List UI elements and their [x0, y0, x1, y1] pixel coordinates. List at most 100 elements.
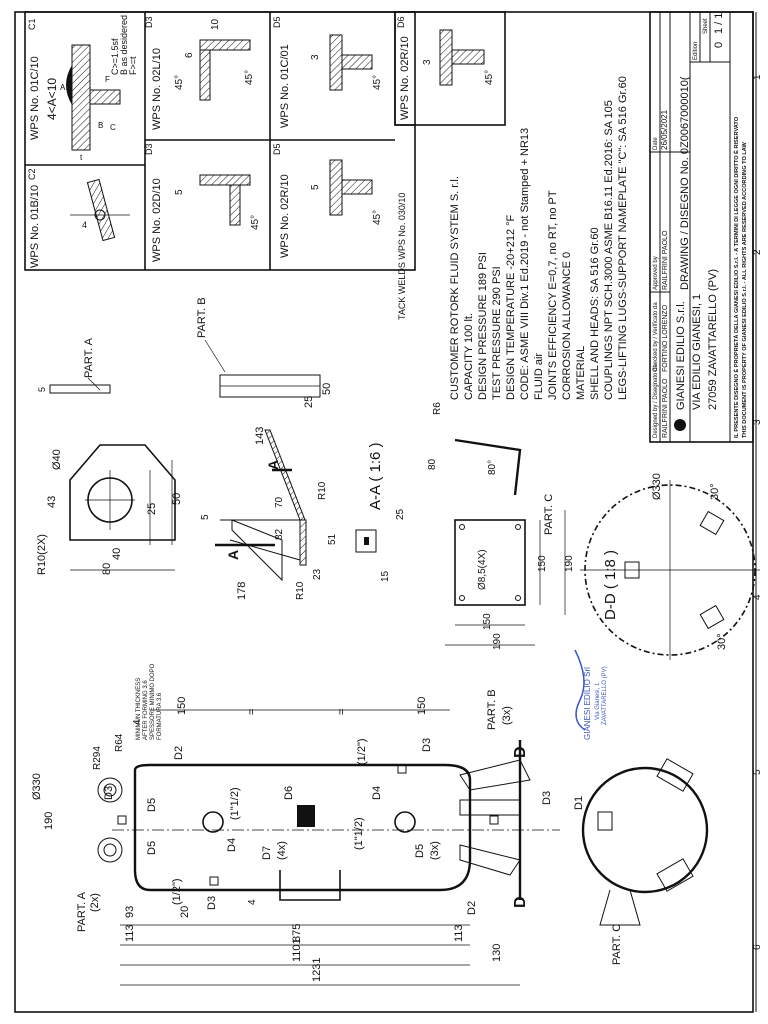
tb-label: Date	[653, 137, 659, 150]
wps-cell: D5 WPS No. 02R/10 5 45°	[272, 143, 383, 258]
wps-title: WPS No. 02R/10	[279, 174, 291, 258]
spec-line: MATERIAL	[575, 346, 587, 400]
dim: 25	[146, 503, 158, 515]
connection-label: D6	[283, 786, 295, 800]
dim: 50	[321, 383, 333, 395]
tb-address: VIA EDILIO GIANESI, 1	[691, 294, 703, 410]
dim: R64	[114, 733, 125, 752]
part-b: PART. B 50 25	[196, 297, 333, 408]
wps-title: WPS No. 02L/10	[151, 48, 163, 130]
vessel-elevation: (1"1/2) (1"1/2) (1/2") (1/2") D1 D2 D2 D…	[31, 663, 623, 986]
dim: =	[246, 709, 258, 715]
wps-title: WPS No. 02R/10	[399, 36, 411, 120]
zone-numbers: 1 2 3 4 5 6	[752, 74, 763, 950]
wps-title: WPS No. 01C/10	[29, 56, 41, 140]
section-mark: A	[265, 460, 281, 470]
tb-edition: 0	[713, 42, 725, 48]
connection-label: D4	[226, 838, 238, 852]
dim: 130	[491, 944, 503, 962]
dim: Ø330	[31, 773, 43, 800]
connection-label: D2	[173, 746, 185, 760]
wps-tag: D3	[144, 16, 154, 28]
specifications: CUSTOMER ROTORK FLUID SYSTEM S. r.l. CAP…	[449, 76, 629, 400]
dim: 50	[171, 493, 183, 505]
dim: Ø8,5(4X)	[477, 549, 488, 590]
wps-cell-extra: 3 45°	[394, 11, 506, 126]
connection-label: D5	[146, 841, 158, 855]
spec-line: DESIGN PRESSURE 189 PSI	[477, 252, 489, 400]
tack-welds-note: TACK WELDS WPS No. 030/10	[397, 193, 407, 320]
section-mark: D	[512, 896, 529, 908]
wps-grid: C1 WPS No. 01C/10 4<A<10 C>=1.5sf B as d…	[24, 11, 416, 271]
dim: 80	[101, 563, 113, 575]
dim: 190	[43, 812, 55, 830]
connection-label: D5	[414, 844, 426, 858]
dim: 80°	[487, 460, 498, 475]
stamp-text: Via Gianesi, 1	[595, 682, 601, 720]
wps-tag: D5	[272, 143, 282, 155]
zone-number: 2	[752, 249, 763, 255]
weld-dim: 45°	[244, 70, 255, 85]
part-label: PART. B	[196, 297, 208, 338]
approval-stamp: GIANESI EDILIO Srl Via Gianesi, 1 ZAVATT…	[574, 649, 608, 740]
stamp-text: ZAVATTARELLO (PV)	[602, 666, 608, 725]
tb-notice: THIS DOCUMENT IS PROPERTY OF GIANESI EDI…	[742, 142, 748, 438]
weld-label: B	[98, 121, 103, 130]
part-a-lug: Ø40 43 25 50 40 80 R10(2X)	[36, 444, 183, 575]
spec-line: LEGS-LIFTING LUGS-SUPPORT NAMEPLATE "C":…	[617, 76, 629, 400]
tb-label: Edition	[693, 42, 699, 60]
dim: R10	[317, 481, 328, 500]
tb-label: Sheet	[703, 18, 709, 34]
wps-cell: C2 WPS No. 01B/10 4	[27, 168, 130, 268]
dim: 51	[327, 533, 338, 545]
weld-note: F>=t	[128, 56, 138, 75]
dim: 25	[395, 508, 406, 520]
part-label: PART. C	[543, 494, 555, 535]
tb-label: Checked by / Verificato da	[653, 302, 659, 372]
dim: 5	[37, 387, 47, 392]
dim: 4	[132, 719, 143, 725]
vessel-end-view	[581, 758, 709, 926]
spec-line: DESIGN TEMPERATURE -20+212 °F	[505, 214, 517, 400]
wps-tag: D6	[396, 16, 406, 28]
weld-dim: 45°	[372, 210, 383, 225]
dim: =	[336, 709, 348, 715]
tb-designed-by: RAILFRINI PAOLO	[662, 378, 669, 438]
dim: 40	[111, 548, 123, 560]
wps-cell: D6 WPS No. 02R/10	[396, 16, 411, 120]
dim: 150	[176, 697, 188, 715]
dim: 143	[254, 427, 266, 445]
section-mark: D	[512, 746, 529, 758]
tb-approved-by: RAILFRINI PAOLO	[662, 230, 669, 290]
callout: (1"1/2)	[229, 787, 241, 820]
spec-line: CUSTOMER ROTORK FLUID SYSTEM S. r.l.	[449, 176, 461, 400]
part-label: (2x)	[89, 893, 101, 912]
weld-dim: 5	[174, 189, 185, 195]
weld-label: t	[80, 153, 83, 162]
connection-label: D2	[466, 901, 478, 915]
connection-label: (3x)	[429, 841, 441, 860]
callout: (1/2")	[356, 738, 368, 765]
spec-line: CORROSION ALLOWANCE 0	[561, 252, 573, 400]
section-title: D-D ( 1:8 )	[602, 550, 619, 620]
weld-label: A	[60, 83, 66, 92]
spec-line: CAPACITY 100 lt.	[463, 313, 475, 400]
connection-label: D5	[146, 798, 158, 812]
title-block: Designed by / Disegnato da RAILFRINI PAO…	[649, 11, 754, 443]
dim: 150	[482, 613, 493, 630]
thickness-note: SPESSORE MINIMO DOPO	[150, 663, 156, 740]
wps-title: WPS No. 01C/01	[279, 44, 291, 128]
sheet-border	[14, 11, 754, 1013]
tb-checked-by: FORTINO LORENZO	[662, 304, 669, 372]
part-label: (3x)	[501, 706, 513, 725]
wps-cell: C1 WPS No. 01C/10 4<A<10 C>=1.5sf B as d…	[27, 15, 138, 162]
callout: (1/2")	[171, 878, 183, 905]
part-a-sideview: PART. A 5	[37, 337, 111, 394]
thickness-note: FORMATURA 3.6	[157, 692, 163, 740]
weld-dim: 5	[310, 184, 321, 190]
dim: 30°	[709, 483, 721, 500]
dim: 1101	[291, 938, 303, 962]
dim: R10(2X)	[36, 534, 48, 575]
dim: 190	[564, 555, 575, 572]
